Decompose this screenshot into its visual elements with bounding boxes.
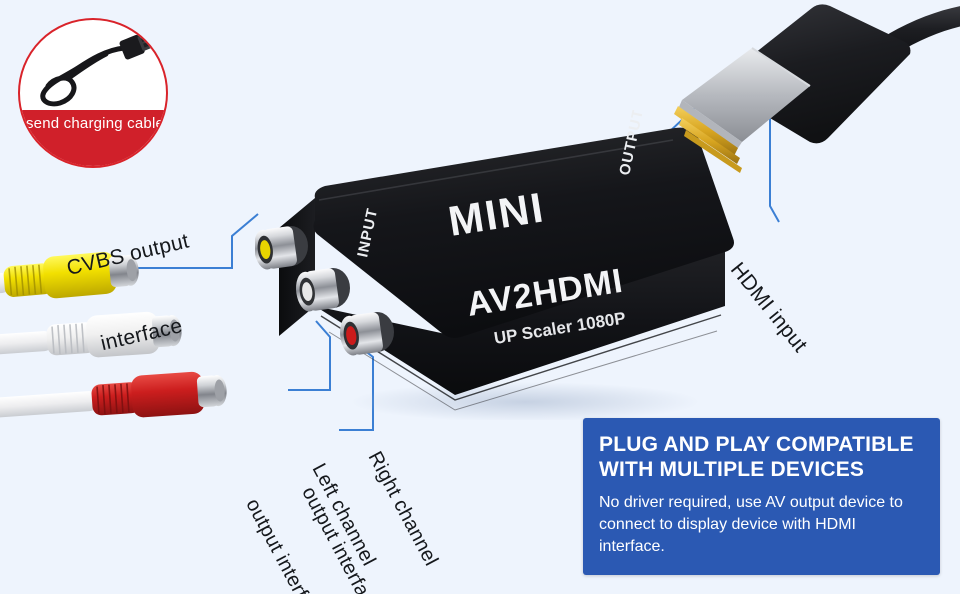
info-box-heading: PLUG AND PLAY COMPATIBLE WITH MULTIPLE D… — [599, 433, 914, 481]
av2hdmi-converter: MINI AV2HDMI UP Scaler 1080P INPUT OUTPU… — [255, 110, 734, 420]
plug-and-play-info-box: PLUG AND PLAY COMPATIBLE WITH MULTIPLE D… — [583, 418, 940, 575]
usb-cable-icon — [40, 28, 165, 107]
composite-video-jack — [255, 226, 308, 270]
callout-left-line2: output interface — [241, 495, 328, 594]
device-top-face — [313, 127, 734, 338]
callout-left-line1: Left channel — [307, 459, 380, 570]
callout-cvbs-line1: CVBS output — [64, 229, 192, 280]
right-audio-jack — [340, 312, 394, 356]
rca-cable-bundle — [0, 252, 227, 418]
info-box-body: No driver required, use AV output device… — [599, 494, 903, 555]
white-rca-plug — [0, 311, 182, 358]
hdmi-cable-plug — [674, 4, 960, 173]
send-charging-cable-badge: send charging cable — [18, 18, 168, 168]
yellow-rca-plug — [0, 252, 139, 299]
callout-cvbs-line2: interface — [98, 314, 185, 356]
callout-hdmi-line1: HDMI input — [725, 258, 812, 357]
red-rca-plug — [0, 371, 227, 418]
left-audio-jack — [296, 268, 350, 312]
badge-banner-text: send charging cable — [20, 110, 166, 166]
